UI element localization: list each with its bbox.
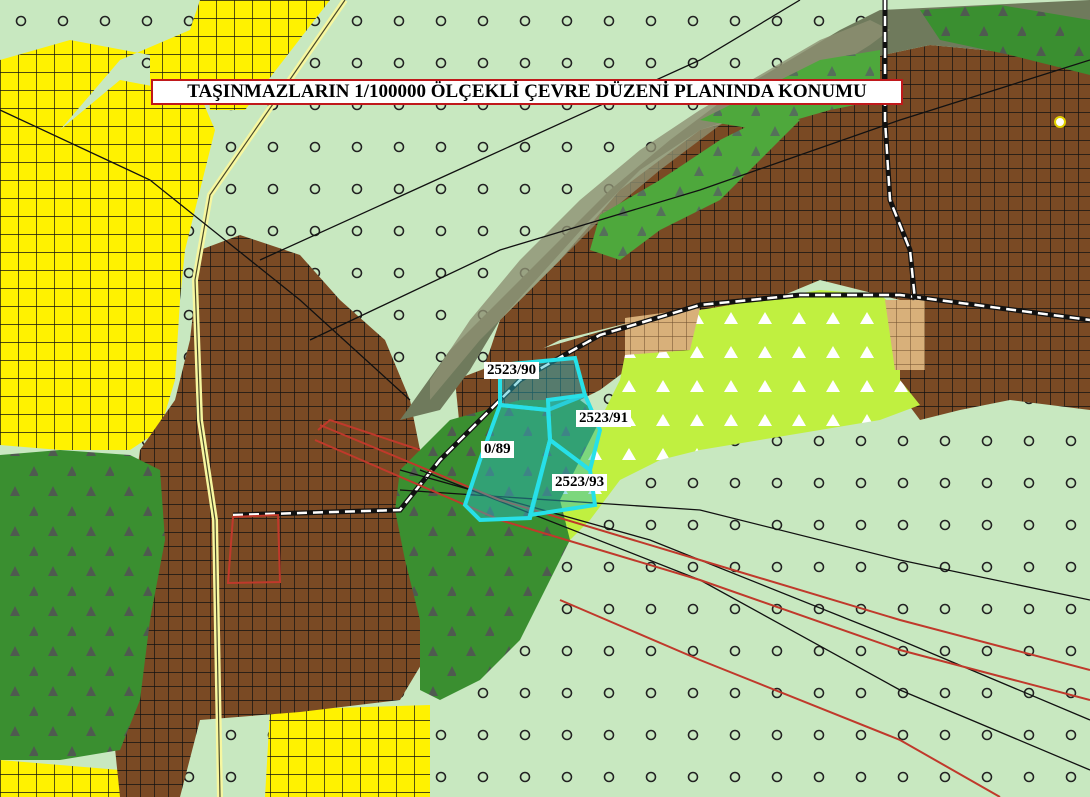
forest-zone-upper [590, 110, 800, 260]
power-lines [0, 0, 1090, 771]
forest-zone-top-right [920, 5, 1090, 75]
main-road-dash [232, 293, 1090, 517]
yellow-zone-bottom [265, 705, 430, 797]
yellow-zone-left [0, 80, 215, 450]
boundary-lines [226, 418, 1090, 797]
railway-line-edge [194, 0, 346, 797]
parcel-label-2523-93: 2523/93 [552, 474, 608, 491]
brown-zone-center [130, 235, 430, 720]
parcel-label-2523-90: 2523/90 [484, 362, 540, 379]
tan-zone-right [885, 300, 925, 370]
forest-zone-left [0, 450, 165, 760]
parcel-label-2523-91: 2523/91 [576, 410, 632, 427]
parcel-label-0-89: 0/89 [481, 441, 514, 458]
parcel-0-89-outline [462, 402, 553, 523]
brown-zone-right [480, 45, 1090, 420]
point-marker [1054, 116, 1066, 128]
map-title: TAŞINMAZLARIN 1/100000 ÖLÇEKLİ ÇEVRE DÜZ… [151, 79, 903, 105]
